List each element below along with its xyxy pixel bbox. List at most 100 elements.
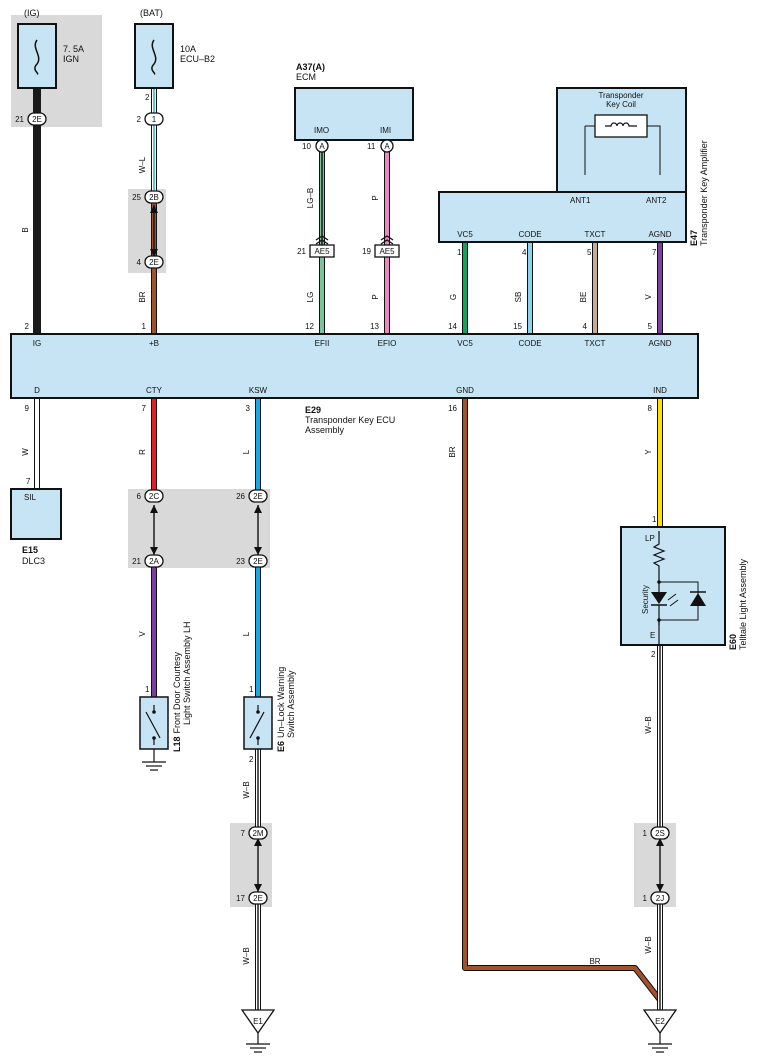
diode-icon (659, 581, 706, 621)
ecm-pin-imo: 10 (302, 142, 311, 151)
e60-term-lp: LP (645, 534, 655, 543)
connector-ecm-imo: A (315, 139, 329, 153)
source-bat-label: (BAT) (140, 8, 163, 18)
wire-label-e60_gnd: W–B (644, 936, 653, 953)
wire-label-txct: BE (579, 292, 588, 303)
ecm-term-imo: IMO (314, 126, 329, 135)
connector-c2e_bat-pin: 4 (137, 258, 142, 267)
fuse-ig-name: IGN (63, 54, 79, 64)
amp-coil-box (556, 87, 687, 193)
fuse-bat-pin: 2 (145, 93, 150, 102)
connector-c2s-id: 2S (655, 829, 665, 838)
amp-term-vc5: VC5 (457, 230, 473, 239)
e6-pin-top: 1 (249, 685, 254, 694)
junction-2m-2e-arrow-down (254, 884, 262, 892)
dlc-term: SIL (24, 493, 37, 502)
connector-c2a-pin: 21 (132, 557, 141, 566)
l18-code: L18 (172, 736, 182, 752)
ecm-box (294, 87, 414, 141)
junction-2c-2a-arrow-down (150, 547, 158, 555)
e60-code: E60 (728, 634, 738, 650)
wire-label-e6_gnd: W–B (242, 947, 251, 964)
amp-term-txct: TXCT (585, 230, 606, 239)
connector-ae5_b-pin: 19 (362, 247, 371, 256)
ecu-name-line1: Transponder Key ECU (305, 415, 395, 425)
connector-c1_bat-pin: 2 (137, 115, 142, 124)
ground-e1: E1 (240, 1009, 276, 1053)
connector-ae5_b-shell (374, 244, 400, 258)
connector-c2b-shell (144, 190, 164, 204)
ecu-bot-pin-0: 9 (25, 404, 30, 413)
e60-caption: E60Telltale Light Assembly (728, 558, 748, 650)
connector-c2c-id: 2C (149, 492, 159, 501)
connector-ae5_a-chevron1 (315, 235, 329, 241)
junction-2c-2a-arrow-up (150, 505, 158, 513)
connector-c2s-shell (650, 826, 670, 840)
ecu-bot-pin-3: 16 (448, 404, 457, 413)
wire-label-imi_lower: P (371, 294, 380, 299)
e6-code: E6 (276, 741, 286, 752)
connector-c2e_ig-id: 2E (32, 115, 42, 124)
connector-c2j: 2J1 (643, 891, 670, 905)
dlc-code: E15 (22, 545, 38, 555)
ecu-top-term-6: TXCT (585, 339, 606, 348)
wire-gnd-br-outline (462, 398, 663, 1002)
e6-caption: E6Un–Lock WarningSwitch Assembly (276, 667, 296, 752)
ecu-top-term-2: EFII (315, 339, 330, 348)
wire-label-imo_lower: LG (306, 292, 315, 303)
ecu-top-term-7: AGND (648, 339, 671, 348)
wire-label-gnd_h: BR (589, 957, 600, 966)
e6-name-line1: Un–Lock Warning (276, 667, 286, 738)
connector-c2s-pin: 1 (643, 829, 648, 838)
connector-c2a-id: 2A (149, 557, 159, 566)
amp-name: Transponder Key Amplifier (699, 140, 709, 246)
connector-c2m-pin: 7 (241, 829, 246, 838)
connector-c2e_b-pin: 23 (236, 557, 245, 566)
connector-c2e_b-shell (248, 554, 268, 568)
ecu-box (10, 333, 699, 399)
source-ig-label: (IG) (24, 8, 40, 18)
connector-ae5_b-chevron1 (380, 235, 394, 241)
wire-label-bat_lower: BR (138, 291, 147, 302)
wire-label-gnd: BR (448, 446, 457, 457)
e60-pin-bot: 2 (651, 650, 656, 659)
ecu-top-term-0: IG (33, 339, 41, 348)
wire-label-code: SB (514, 292, 523, 303)
junction-2b-2e-arrow-up (150, 205, 158, 213)
ecm-code: A37(A) (296, 62, 325, 72)
e60-security-label: Security (641, 585, 650, 614)
amp-term-ant1: ANT1 (570, 196, 591, 205)
wire-label-bat_upper: W–L (138, 156, 147, 173)
wire-label-imo_upper: LG–B (306, 188, 315, 208)
connector-c2c: 2C6 (137, 489, 164, 503)
connector-c2e_ig-pin: 21 (15, 115, 24, 124)
amp-pin-vc5: 1 (457, 248, 462, 257)
connector-c2e_c-shell (248, 891, 268, 905)
fuse-bat-icon (151, 39, 157, 75)
l18-name-line1: Front Door Courtesy (172, 651, 182, 733)
ecu-top-pin-6: 4 (583, 322, 588, 331)
wire-label-cty_upper: R (138, 449, 147, 455)
wire-label-imi_upper: P (371, 195, 380, 200)
ecu-top-pin-1: 1 (142, 322, 147, 331)
connector-ae5_a-pin: 21 (297, 247, 306, 256)
ecu-bot-pin-1: 7 (142, 404, 147, 413)
wire-label-ind: Y (644, 449, 653, 455)
ecu-top-pin-3: 13 (370, 322, 379, 331)
fuse-bat-box (134, 23, 174, 89)
ecu-top-term-5: CODE (518, 339, 541, 348)
ecm-pin-imi: 11 (367, 142, 376, 151)
connector-c2m: 2M7 (241, 826, 268, 840)
connector-c2e_c-pin: 17 (236, 894, 245, 903)
fuse-bat-rating: 10A (180, 44, 196, 54)
